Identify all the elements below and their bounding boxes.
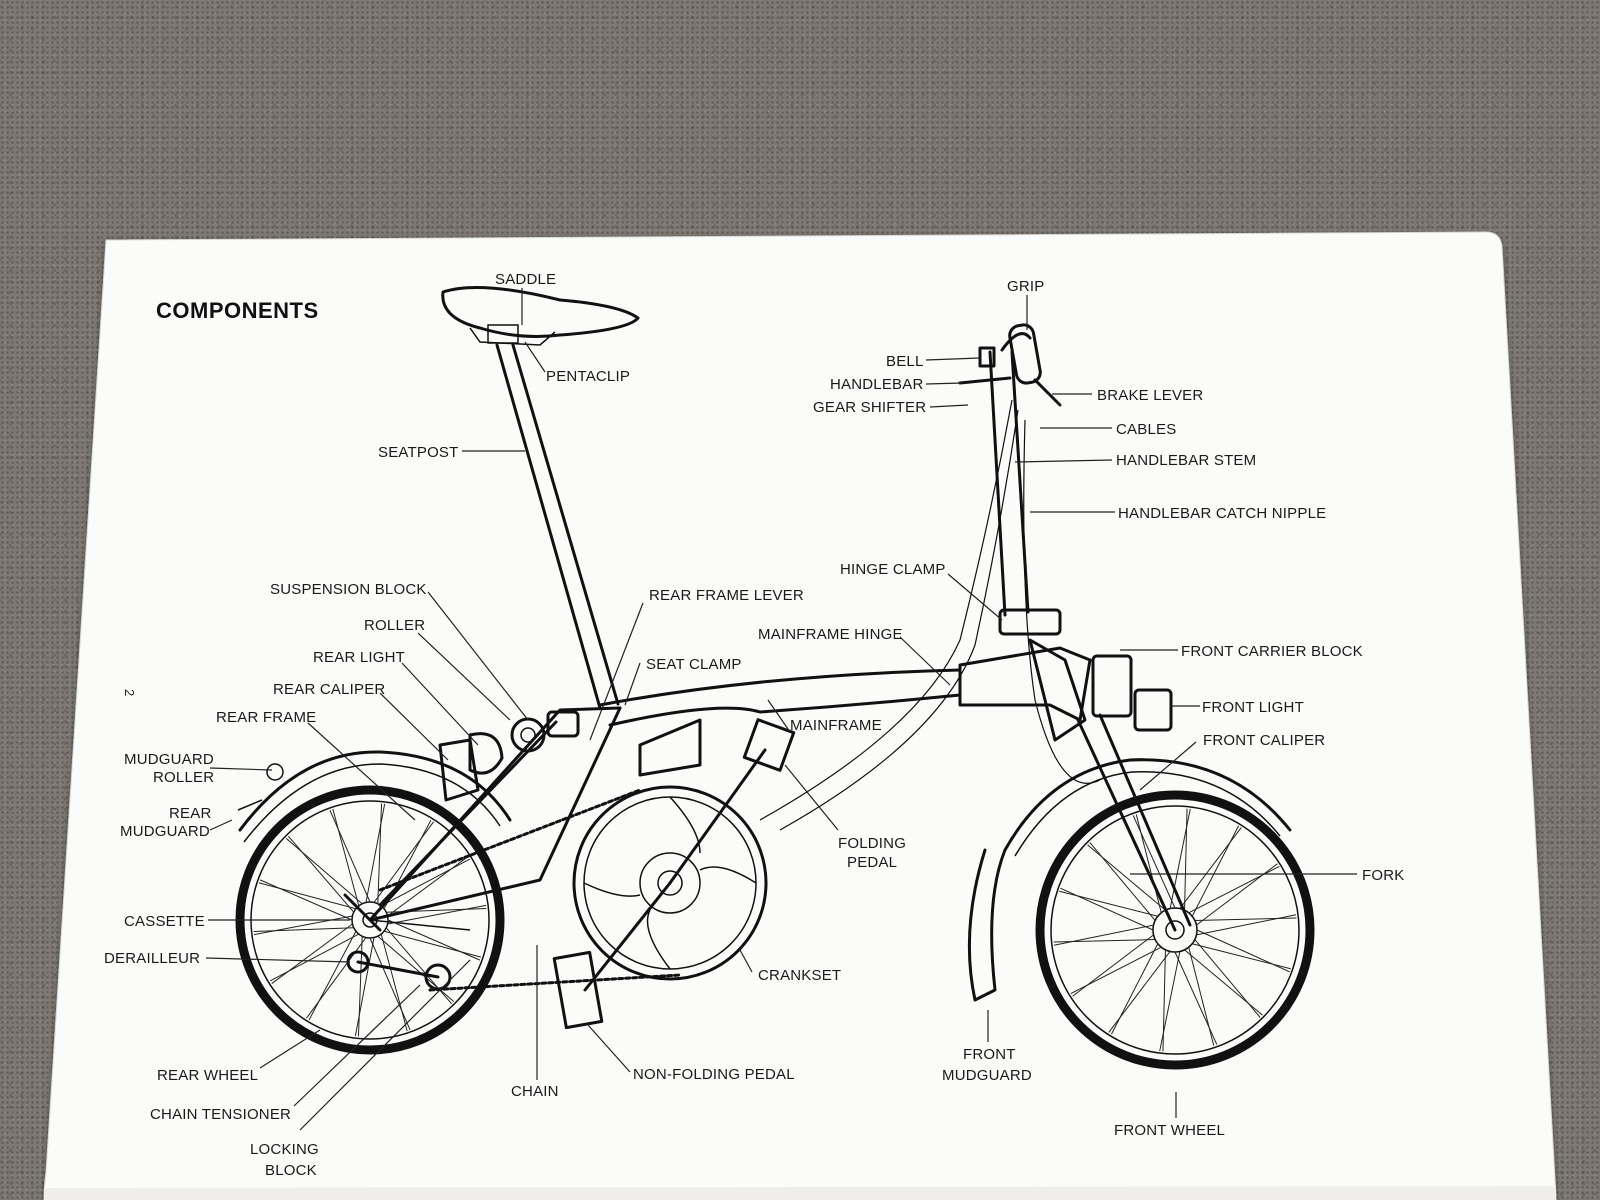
wheel-spoke (253, 927, 354, 933)
label-front-wheel: FRONT WHEEL (1114, 1122, 1225, 1139)
wheel-spoke (332, 808, 360, 907)
label-rear-frame-lever: REAR FRAME LEVER (649, 587, 804, 604)
wheel-spoke (1087, 844, 1166, 911)
bicycle-illustration (235, 286, 1315, 1070)
page-number: 2 (122, 689, 137, 696)
wheel-spoke (1192, 943, 1291, 970)
label-folding-pedal-2: PEDAL (847, 854, 897, 871)
label-front-caliper: FRONT CALIPER (1203, 732, 1325, 749)
label-grip: GRIP (1007, 278, 1044, 295)
wheel-spoke (271, 923, 353, 984)
label-rear-mudguard-2: MUDGUARD (120, 823, 210, 840)
label-roller: ROLLER (364, 617, 425, 634)
label-brake-lever: BRAKE LEVER (1097, 387, 1203, 404)
label-handlebar-catch-nipple: HANDLEBAR CATCH NIPPLE (1118, 505, 1326, 522)
label-front-mudguard-2: MUDGUARD (942, 1067, 1032, 1084)
label-rear-caliper: REAR CALIPER (273, 681, 385, 698)
label-pentaclip: PENTACLIP (546, 368, 630, 385)
wheel-spoke (259, 879, 353, 921)
wheel-spoke (285, 838, 363, 905)
label-locking-block-1: LOCKING (250, 1141, 319, 1158)
wheel-spoke (387, 856, 469, 917)
component-labels: SADDLE PENTACLIP SEATPOST SUSPENSION BLO… (104, 271, 1404, 1179)
crankset-drawing (572, 785, 768, 981)
wheel-spoke (385, 927, 452, 1005)
label-fork: FORK (1362, 867, 1404, 884)
label-cassette: CASSETTE (124, 913, 205, 930)
label-front-mudguard-1: FRONT (963, 1046, 1016, 1063)
wheel-spoke (387, 904, 487, 925)
wheel-spoke (365, 803, 386, 903)
label-rear-wheel: REAR WHEEL (157, 1067, 258, 1084)
wheel-spoke (369, 937, 411, 1031)
wheel-spoke (354, 937, 375, 1037)
wheel-spoke (1059, 890, 1158, 917)
wheel-spoke (258, 882, 357, 910)
label-rear-light: REAR LIGHT (313, 649, 405, 666)
wheel-spoke (377, 803, 383, 904)
label-mudguard-roller-1: MUDGUARD (124, 751, 214, 768)
label-cables: CABLES (1116, 421, 1176, 438)
wheel-spoke (1174, 951, 1218, 1045)
label-non-folding-pedal: NON-FOLDING PEDAL (633, 1066, 795, 1083)
wheel-spoke (380, 933, 408, 1032)
label-mainframe: MAINFRAME (790, 717, 882, 734)
label-saddle: SADDLE (495, 271, 556, 288)
label-folding-pedal-1: FOLDING (838, 835, 906, 852)
wheel-spoke (1184, 808, 1188, 911)
label-front-light: FRONT LIGHT (1202, 699, 1304, 716)
wheel-spoke (387, 919, 481, 961)
wheel-spoke (308, 930, 357, 1021)
wheel-spoke (380, 858, 471, 907)
wheel-spoke (288, 835, 355, 913)
wheel-spoke (1111, 943, 1159, 1035)
label-hinge-clamp: HINGE CLAMP (840, 561, 946, 578)
label-suspension-block: SUSPENSION BLOCK (270, 581, 427, 598)
label-rear-frame: REAR FRAME (216, 709, 316, 726)
wheel-spoke (269, 933, 360, 982)
label-rear-mudguard-1: REAR (169, 805, 211, 822)
label-chain: CHAIN (511, 1083, 559, 1100)
paper-under-sheet (44, 1186, 1556, 1200)
label-bell: BELL (886, 353, 924, 370)
label-seat-clamp: SEAT CLAMP (646, 656, 742, 673)
label-mainframe-hinge: MAINFRAME HINGE (758, 626, 903, 643)
label-seatpost: SEATPOST (378, 444, 459, 461)
wheel-spoke (1194, 917, 1297, 921)
front-wheel-drawing (1035, 790, 1315, 1070)
wheel-spoke (329, 809, 371, 903)
label-crankset: CRANKSET (758, 967, 841, 984)
wheel-spoke (383, 930, 482, 958)
wheel-spoke (1053, 924, 1154, 946)
leader-lines (205, 288, 1357, 1131)
label-locking-block-2: BLOCK (265, 1162, 317, 1179)
wheel-spoke (1191, 825, 1239, 917)
page-title: COMPONENTS (156, 298, 319, 323)
wheel-spoke (1132, 815, 1176, 909)
wheel-spoke (253, 915, 353, 936)
label-gear-shifter: GEAR SHIFTER (813, 399, 926, 416)
label-mudguard-roller-2: ROLLER (153, 769, 214, 786)
label-derailleur: DERAILLEUR (104, 950, 200, 967)
label-handlebar: HANDLEBAR (830, 376, 924, 393)
wheel-spoke (1072, 934, 1154, 997)
label-front-carrier-block: FRONT CARRIER BLOCK (1181, 643, 1363, 660)
label-handlebar-stem: HANDLEBAR STEM (1116, 452, 1256, 469)
wheel-spoke (1162, 949, 1166, 1052)
wheel-spoke (1184, 949, 1263, 1016)
label-chain-tensioner: CHAIN TENSIONER (150, 1106, 291, 1123)
